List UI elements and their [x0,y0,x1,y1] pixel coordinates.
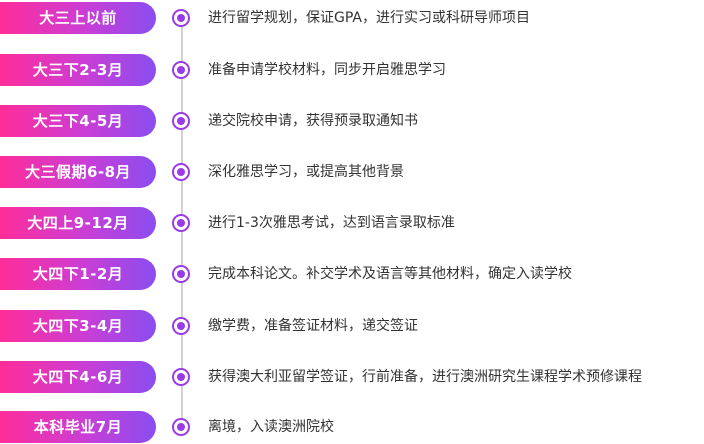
stage-description: 离境，入读澳洲院校 [208,419,334,435]
timeline-row: 大三假期6-8月 深化雅思学习，或提高其他背景 [0,156,704,188]
timeline-dot-icon [172,214,190,232]
timeline-row: 大四下1-2月 完成本科论文。补交学术及语言等其他材料，确定入读学校 [0,258,704,290]
stage-description: 进行留学规划，保证GPA，进行实习或科研导师项目 [208,10,530,26]
timeline-dot-icon [172,265,190,283]
stage-description: 完成本科论文。补交学术及语言等其他材料，确定入读学校 [208,266,572,282]
stage-label: 大四下3-4月 [0,310,156,342]
stage-label: 大四下1-2月 [0,258,156,290]
stage-label: 大三下2-3月 [0,54,156,86]
stage-description: 获得澳大利亚留学签证，行前准备，进行澳洲研究生课程学术预修课程 [208,369,642,385]
timeline-dot-icon [172,368,190,386]
timeline-row: 大四下4-6月 获得澳大利亚留学签证，行前准备，进行澳洲研究生课程学术预修课程 [0,361,704,393]
stage-description: 进行1-3次雅思考试，达到语言录取标准 [208,215,455,231]
stage-label: 本科毕业7月 [0,411,156,443]
timeline-row: 大三下4-5月 递交院校申请，获得预录取通知书 [0,105,704,137]
timeline-row: 大三上以前 进行留学规划，保证GPA，进行实习或科研导师项目 [0,2,704,34]
timeline-dot-icon [172,317,190,335]
timeline-row: 大四下3-4月 缴学费，准备签证材料，递交签证 [0,310,704,342]
stage-label: 大三假期6-8月 [0,156,156,188]
stage-label: 大四上9-12月 [0,207,156,239]
stage-description: 递交院校申请，获得预录取通知书 [208,113,418,129]
stage-description: 缴学费，准备签证材料，递交签证 [208,318,418,334]
stage-label: 大三上以前 [0,2,156,34]
timeline-row: 大三下2-3月 准备申请学校材料，同步开启雅思学习 [0,54,704,86]
timeline-dot-icon [172,418,190,436]
stage-description: 准备申请学校材料，同步开启雅思学习 [208,62,446,78]
stage-description: 深化雅思学习，或提高其他背景 [208,164,404,180]
timeline-row: 本科毕业7月 离境，入读澳洲院校 [0,411,704,443]
timeline-dot-icon [172,163,190,181]
stage-label: 大四下4-6月 [0,361,156,393]
timeline-dot-icon [172,9,190,27]
stage-label: 大三下4-5月 [0,105,156,137]
timeline-dot-icon [172,112,190,130]
timeline-row: 大四上9-12月 进行1-3次雅思考试，达到语言录取标准 [0,207,704,239]
timeline-dot-icon [172,61,190,79]
